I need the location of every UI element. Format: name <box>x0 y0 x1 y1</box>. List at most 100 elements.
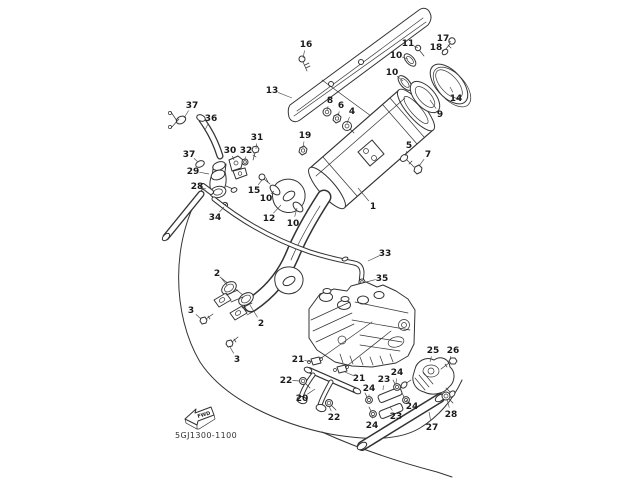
part-number: 17 <box>437 34 450 44</box>
part-number: 24 <box>366 421 379 431</box>
part-number: 13 <box>266 86 279 96</box>
part-number: 6 <box>338 101 344 111</box>
hose <box>378 403 404 419</box>
part-number: 21 <box>292 355 305 365</box>
leader-line <box>449 356 452 360</box>
leader-line <box>204 123 209 131</box>
part-number: 1 <box>370 202 376 212</box>
leader-line <box>446 398 450 408</box>
fwd-label: FWD <box>197 411 211 420</box>
part-number: 10 <box>386 68 399 78</box>
hose-clamp <box>195 160 205 168</box>
muffler <box>308 88 436 210</box>
part-number: 24 <box>363 384 376 394</box>
diagram-code: 5GJ1300-1100 <box>175 431 237 440</box>
hose-clamp <box>299 377 307 385</box>
bolt <box>448 37 456 45</box>
pipe-bracket <box>269 178 306 295</box>
part-number: 7 <box>425 150 431 160</box>
ais-pipe-assembly <box>296 321 392 413</box>
gasket <box>292 201 304 213</box>
leader-line <box>229 346 234 354</box>
washer <box>399 154 409 162</box>
part-number: 18 <box>430 43 443 53</box>
leader-line <box>219 206 225 213</box>
exhaust-pipe <box>243 189 332 313</box>
part-number: 9 <box>437 110 443 120</box>
part-number: 28 <box>445 410 458 420</box>
leader-line <box>389 406 393 411</box>
leader-line <box>257 179 263 186</box>
air-cut-valve-group <box>356 357 458 451</box>
bolt <box>448 357 458 365</box>
part-number: 37 <box>186 101 199 111</box>
engine-block <box>308 281 416 368</box>
part-number: 23 <box>390 412 403 422</box>
leader-line <box>249 304 258 318</box>
part-number: 27 <box>426 423 439 433</box>
part-number: 24 <box>391 368 404 378</box>
leader-line <box>292 380 301 382</box>
part-number: 14 <box>450 94 463 104</box>
shield-mount-hole <box>358 59 364 65</box>
muffler-protector <box>287 7 432 123</box>
muffler-fasteners <box>258 107 423 185</box>
part-number: 33 <box>379 249 392 259</box>
leader-line <box>441 49 445 52</box>
inner-cap <box>409 80 441 114</box>
part-number: 20 <box>296 394 309 404</box>
part-number: 19 <box>299 131 312 141</box>
flange-nut <box>225 339 234 348</box>
leader-line <box>203 187 207 190</box>
air-cut-valve <box>412 357 455 395</box>
shield-screw <box>298 55 311 72</box>
part-number: 25 <box>427 346 440 356</box>
leader-line <box>428 411 432 421</box>
part-number: 36 <box>205 114 218 124</box>
air-hose <box>211 196 369 288</box>
exhaust-flange-group <box>199 276 257 348</box>
part-number: 37 <box>183 150 196 160</box>
leader-line <box>277 92 293 99</box>
part-number: 10 <box>390 51 403 61</box>
part-number: 29 <box>187 167 200 177</box>
leader-line <box>429 99 437 109</box>
leader-line <box>429 356 432 363</box>
part-number: 21 <box>353 374 366 384</box>
hose-clamp <box>325 399 333 407</box>
nut <box>298 145 308 156</box>
pipe-clamp <box>310 356 322 366</box>
leader-line <box>449 86 454 93</box>
valve-assembly <box>161 111 238 242</box>
hose <box>377 387 403 403</box>
leader-line <box>307 388 316 395</box>
leader-line <box>346 116 350 124</box>
part-number: 30 <box>224 146 237 156</box>
frame-outline-curves <box>178 187 463 478</box>
part-number: 10 <box>260 194 273 204</box>
leader-line <box>344 371 354 376</box>
leader-line <box>418 159 425 167</box>
part-number: 3 <box>188 306 194 316</box>
part-number: 5 <box>406 141 412 151</box>
part-number: 10 <box>287 219 300 229</box>
leader-line <box>413 45 419 49</box>
part-number: 28 <box>191 182 204 192</box>
leader-line <box>395 378 397 385</box>
part-number: 24 <box>406 402 419 412</box>
bolt <box>413 164 423 175</box>
part-number: 4 <box>349 107 355 117</box>
pipe-clamp <box>336 364 348 374</box>
part-number: 22 <box>328 413 341 423</box>
hose-clamp <box>441 391 451 401</box>
part-number: 32 <box>240 146 253 156</box>
part-number: 35 <box>376 274 389 284</box>
leader-line <box>302 50 305 59</box>
leader-line <box>195 314 202 320</box>
part-number: 3 <box>234 355 240 365</box>
leader-line <box>337 111 340 117</box>
leader-line <box>193 158 199 163</box>
leader-line <box>220 277 228 286</box>
leader-line <box>396 75 404 82</box>
